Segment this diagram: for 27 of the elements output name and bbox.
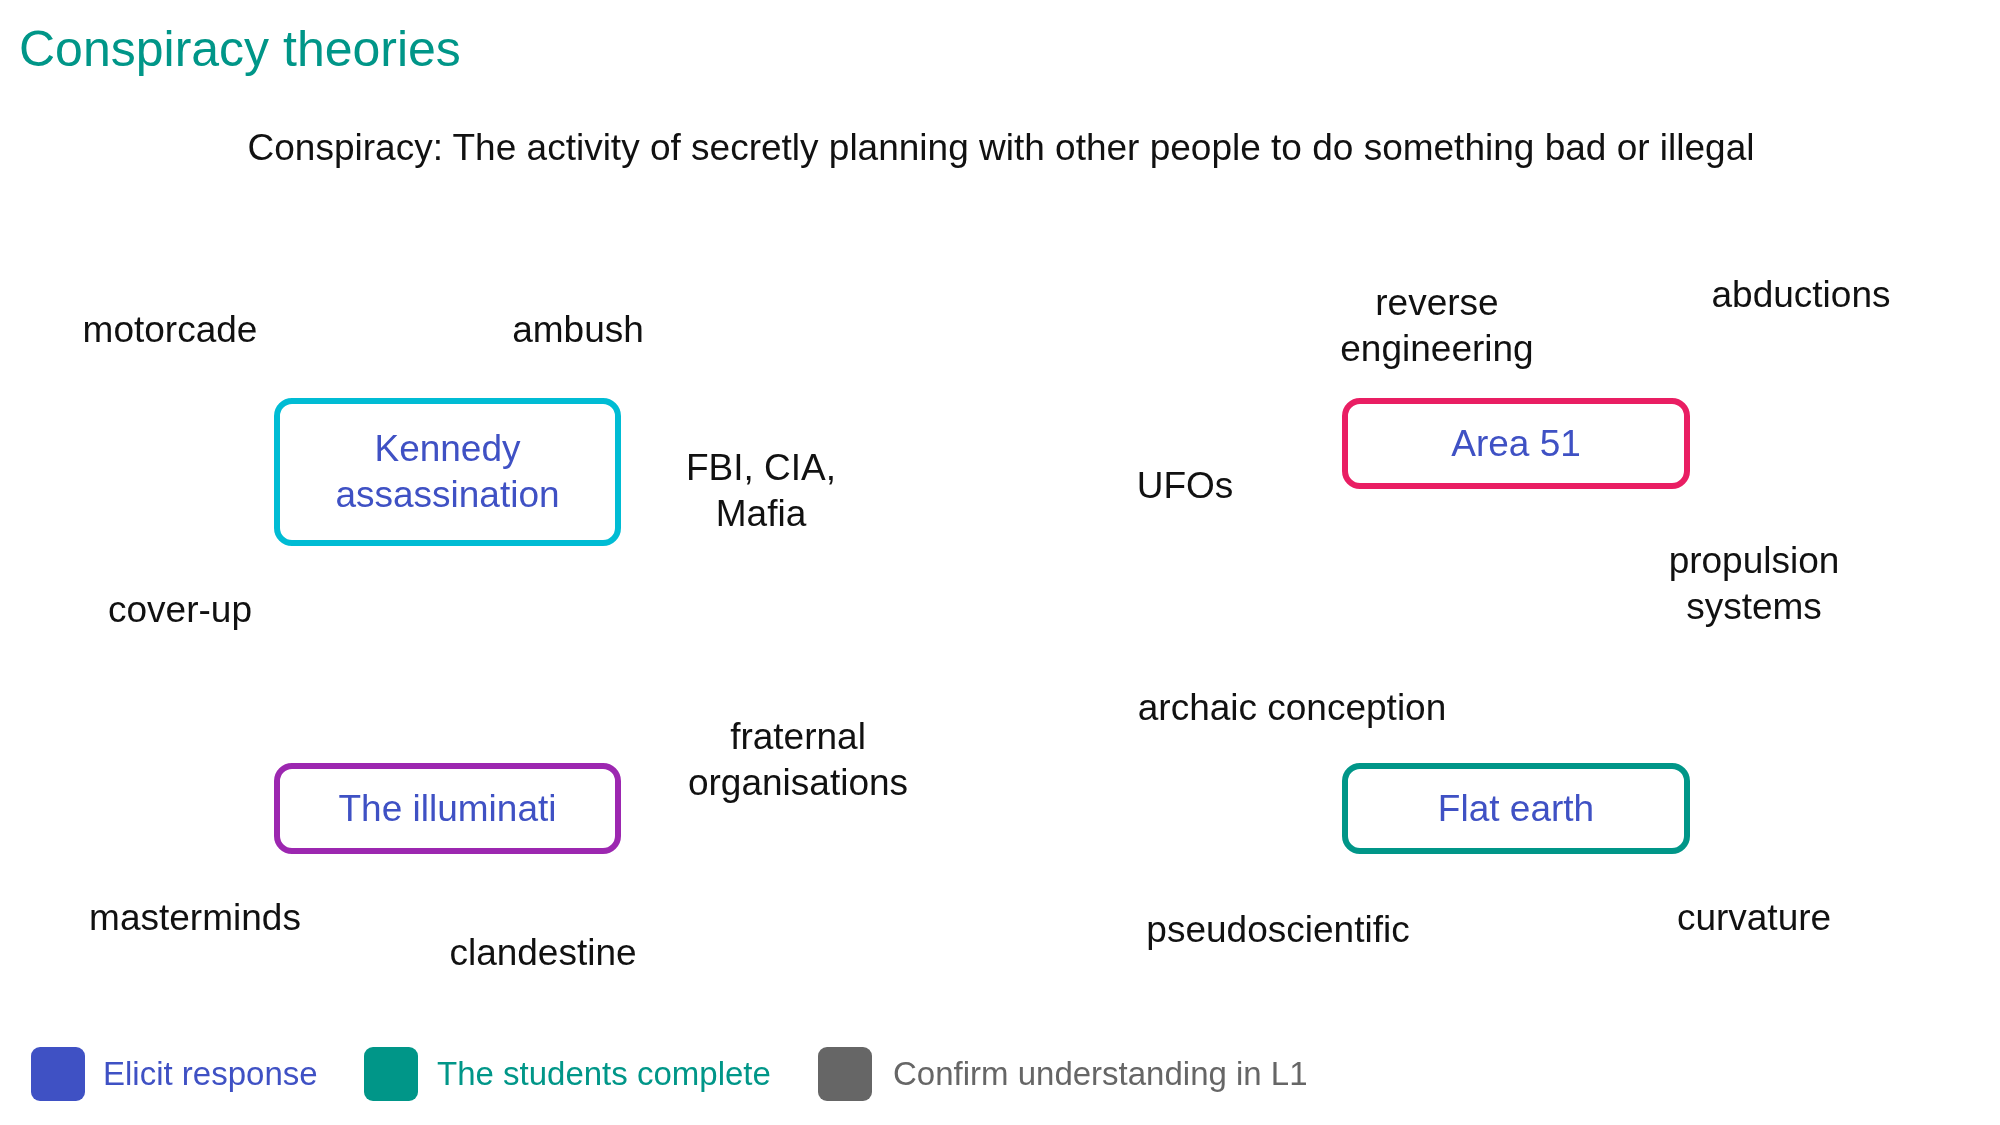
vocabulary-word: fraternal organisations [686, 715, 910, 805]
legend-label: The students complete [437, 1055, 771, 1093]
vocabulary-word: clandestine [449, 931, 637, 975]
definition-text: Conspiracy: The activity of secretly planning with other people to do something bad or illegal [247, 126, 1755, 170]
vocabulary-word: reverse engineering [1339, 281, 1535, 371]
topic-text: Flat earth [1437, 786, 1595, 831]
topic-text: Area 51 [1451, 421, 1581, 466]
vocabulary-word: masterminds [89, 896, 301, 940]
vocabulary-word: archaic conception [1137, 686, 1447, 730]
vocabulary-word: FBI, CIA, Mafia [684, 446, 838, 536]
topic-text: Kennedy assassination [334, 427, 561, 517]
topic-text: The illuminati [338, 786, 557, 831]
topic-box [1342, 763, 1690, 854]
topic-box [1342, 398, 1690, 489]
legend-label: Elicit response [103, 1055, 318, 1093]
vocabulary-word: abductions [1711, 273, 1891, 317]
slide-title: Conspiracy theories [19, 20, 461, 78]
topic-box [274, 398, 621, 546]
vocabulary-word: motorcade [82, 308, 258, 352]
vocabulary-word: cover-up [108, 588, 252, 632]
vocabulary-word: pseudoscientific [1146, 908, 1410, 952]
vocabulary-word: ambush [512, 308, 644, 352]
legend-label: Confirm understanding in L1 [893, 1055, 1308, 1093]
vocabulary-word: UFOs [1136, 464, 1234, 508]
vocabulary-word: curvature [1676, 896, 1832, 940]
topic-box [274, 763, 621, 854]
vocabulary-word: propulsion systems [1667, 539, 1841, 629]
